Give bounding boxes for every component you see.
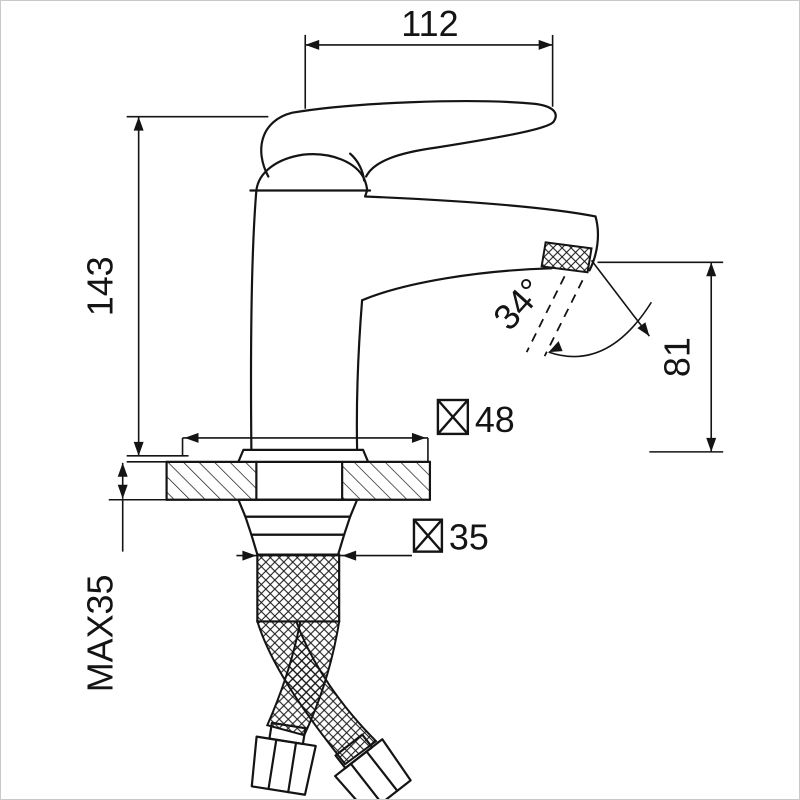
faucet-spout-top <box>363 189 597 218</box>
faucet-handle <box>260 100 557 178</box>
water-stream-dashed-line <box>543 279 584 357</box>
dimension-top-width: 112 <box>304 3 554 109</box>
faucet-aerator <box>540 241 593 274</box>
threaded-shank <box>256 553 341 623</box>
arrowhead <box>242 550 257 561</box>
arrowhead <box>538 39 553 50</box>
dim-shank-diameter-label: 35 <box>449 517 489 558</box>
dim-spout-angle-label: 34° <box>485 270 552 338</box>
countertop-section <box>165 460 432 501</box>
dim-max-thickness-label: MAX35 <box>80 575 121 693</box>
dim-total-height-label: 143 <box>80 256 121 316</box>
hose-nut-right <box>334 733 412 799</box>
arrowhead <box>133 441 144 456</box>
dimension-total-height: 143 <box>80 115 269 457</box>
arrowhead <box>411 432 426 443</box>
mounting-flange <box>237 498 359 518</box>
faucet-handle-dome <box>255 153 369 192</box>
arrowhead <box>117 462 128 477</box>
dimension-spout-angle: 34° <box>485 259 653 358</box>
mounting-washer <box>250 533 346 556</box>
faucet-spout-underside <box>360 267 553 302</box>
faucet-base-plate <box>237 448 370 463</box>
arrowhead <box>548 341 563 353</box>
arrowhead <box>706 262 717 277</box>
arrowhead <box>706 437 717 452</box>
arrowhead <box>133 116 144 131</box>
arrowhead <box>184 432 199 443</box>
arrowhead <box>637 322 650 337</box>
dimension-spout-height: 81 <box>597 261 724 453</box>
faucet-body-left-edge <box>249 189 258 451</box>
mounting-nut <box>244 515 352 536</box>
diameter-symbol-icon <box>412 518 444 553</box>
diameter-symbol-icon <box>436 398 470 436</box>
dimension-shank-diameter: 35 <box>236 517 489 561</box>
arrowhead <box>342 550 357 561</box>
hose-nut-left <box>250 721 317 796</box>
water-stream-dashed-line <box>525 275 566 353</box>
dim-base-diameter-label: 48 <box>475 399 515 440</box>
arrowhead <box>117 484 128 499</box>
countertop-hatch-right <box>342 461 430 500</box>
countertop-hatch-left <box>166 461 257 500</box>
faucet-spout-end <box>588 215 600 272</box>
mounting-hardware <box>237 498 359 623</box>
dim-spout-height-label: 81 <box>656 337 697 377</box>
arrowhead <box>305 39 320 50</box>
dimension-max-thickness: MAX35 <box>80 461 167 693</box>
faucet-outline <box>237 100 600 463</box>
faucet-body-right-edge <box>355 299 364 451</box>
flexible-hoses <box>250 620 412 799</box>
faucet-handle-pivot-line <box>349 152 366 182</box>
dim-top-width-label: 112 <box>401 3 458 44</box>
dimension-base-diameter: 48 <box>181 398 515 462</box>
